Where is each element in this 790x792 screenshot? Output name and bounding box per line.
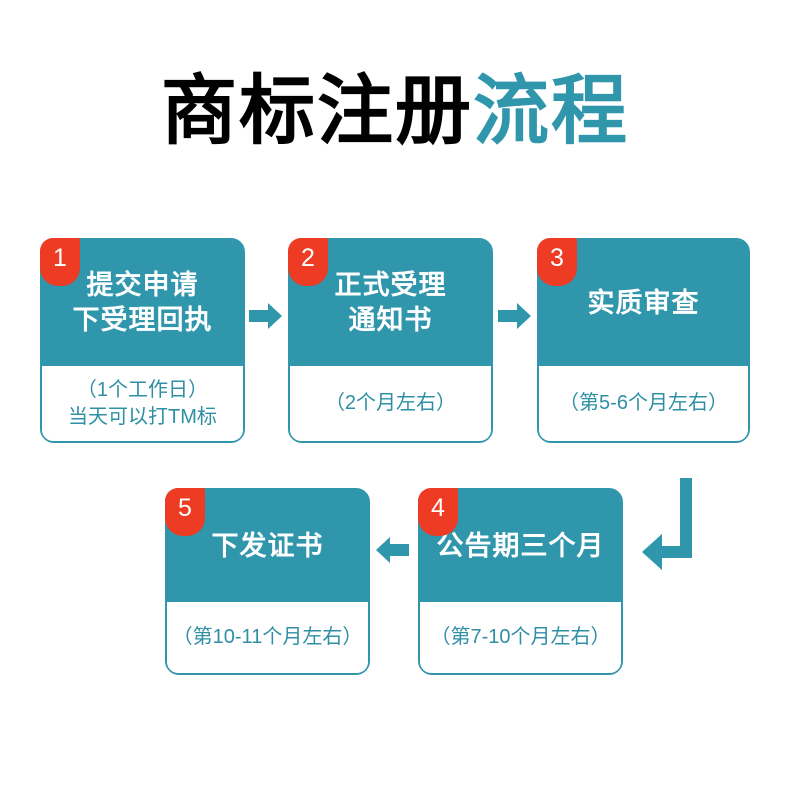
flow-step-2-header: 正式受理 通知书 — [290, 240, 491, 366]
arrow-step3-to-step4-elbow — [642, 478, 692, 570]
step-number-badge-4: 4 — [418, 488, 458, 536]
flow-step-2-title: 正式受理 通知书 — [334, 270, 447, 335]
flow-step-4[interactable]: 4 公告期三个月 （第7-10个月左右） — [418, 488, 623, 675]
step-number-badge-3: 3 — [537, 238, 577, 286]
flow-step-3[interactable]: 3 实质审查 （第5-6个月左右） — [537, 238, 750, 443]
flow-step-1-body: （1个工作日） 当天可以打TM标 — [42, 366, 243, 441]
flow-step-2[interactable]: 2 正式受理 通知书 （2个月左右） — [288, 238, 493, 443]
flow-step-4-header: 公告期三个月 — [420, 490, 621, 602]
flow-step-3-title: 实质审查 — [587, 287, 700, 318]
flow-step-5-subtitle: （第10-11个月左右） — [172, 626, 363, 648]
flow-step-1[interactable]: 1 提交申请 下受理回执 （1个工作日） 当天可以打TM标 — [40, 238, 245, 443]
flow-step-4-body: （第7-10个月左右） — [420, 602, 621, 673]
flow-step-4-subtitle: （第7-10个月左右） — [430, 626, 611, 648]
step-number-badge-5: 5 — [165, 488, 205, 536]
flow-step-5-body: （第10-11个月左右） — [167, 602, 368, 673]
page-title-accent: 流程 — [473, 69, 629, 154]
flow-step-5[interactable]: 5 下发证书 （第10-11个月左右） — [165, 488, 370, 675]
flow-step-5-title: 下发证书 — [211, 530, 324, 561]
arrow-step4-to-step5 — [376, 537, 409, 563]
page-title-main: 商标注册 — [161, 69, 473, 154]
flow-step-3-body: （第5-6个月左右） — [539, 366, 748, 441]
page-title: 商标注册流程 — [0, 74, 790, 150]
arrow-step1-to-step2 — [249, 303, 282, 329]
flow-step-3-subtitle: （第5-6个月左右） — [559, 392, 728, 414]
flow-step-2-body: （2个月左右） — [290, 366, 491, 441]
flow-step-2-subtitle: （2个月左右） — [324, 392, 457, 414]
arrow-step2-to-step3 — [498, 303, 531, 329]
step-number-badge-1: 1 — [40, 238, 80, 286]
flow-step-1-subtitle: （1个工作日） 当天可以打TM标 — [68, 378, 217, 428]
step-number-badge-2: 2 — [288, 238, 328, 286]
flow-step-1-title: 提交申请 下受理回执 — [72, 270, 213, 335]
flow-step-4-title: 公告期三个月 — [436, 530, 605, 561]
